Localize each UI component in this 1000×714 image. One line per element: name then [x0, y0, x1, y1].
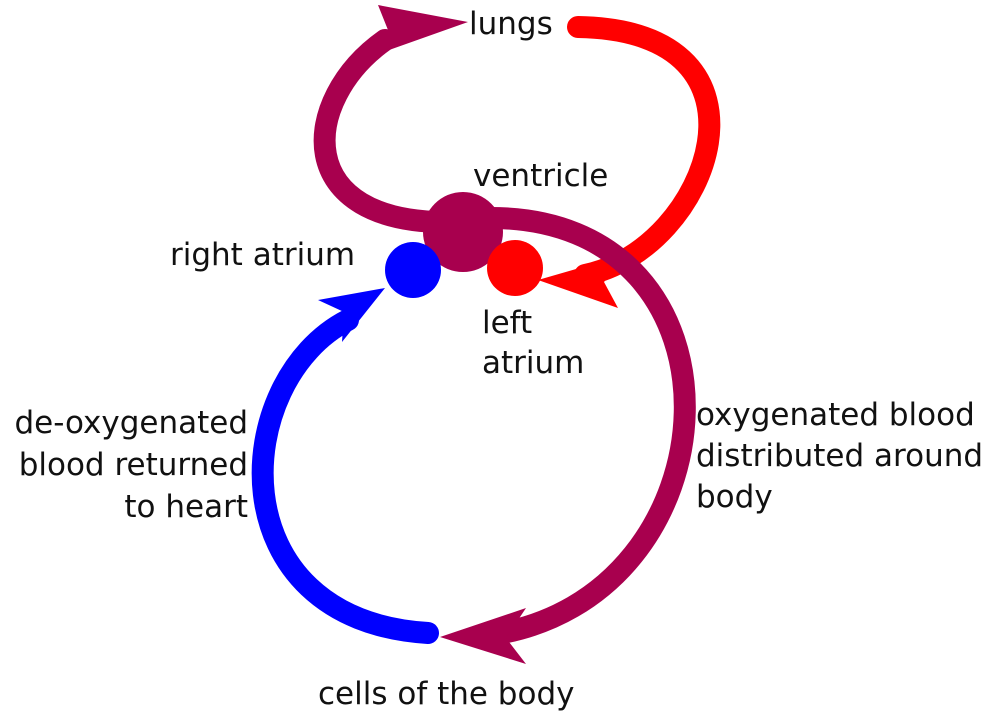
label-oxygenated-line2: distributed around: [696, 438, 984, 474]
label-lungs: lungs: [469, 6, 553, 42]
label-oxygenated-line3: body: [696, 479, 773, 515]
label-ventricle: ventricle: [473, 158, 609, 194]
path-lungs-to-left-atrium: [567, 16, 721, 286]
ventricle-chamber: [423, 192, 503, 272]
right-atrium-chamber: [385, 242, 441, 298]
path-ventricle-to-lungs: [313, 29, 463, 234]
arrowhead-to-lungs: [372, 5, 468, 56]
label-deoxygenated-line3: to heart: [124, 489, 248, 525]
label-oxygenated-line1: oxygenated blood: [696, 397, 975, 433]
arrowhead-to-right-atrium: [318, 288, 385, 342]
label-deoxygenated-line1: de-oxygenated: [14, 405, 248, 441]
left-atrium-chamber: [487, 240, 543, 296]
path-body-distribution: [477, 206, 696, 646]
label-left-atrium-line2: atrium: [482, 345, 585, 381]
path-return-to-heart: [251, 309, 439, 644]
arrowhead-to-cells: [440, 608, 526, 664]
label-cells-of-body: cells of the body: [318, 676, 575, 712]
label-left-atrium-line1: left: [482, 305, 533, 341]
arrowhead-to-left-atrium: [538, 254, 628, 308]
label-right-atrium: right atrium: [170, 237, 356, 273]
label-deoxygenated-line2: blood returned: [18, 447, 248, 483]
